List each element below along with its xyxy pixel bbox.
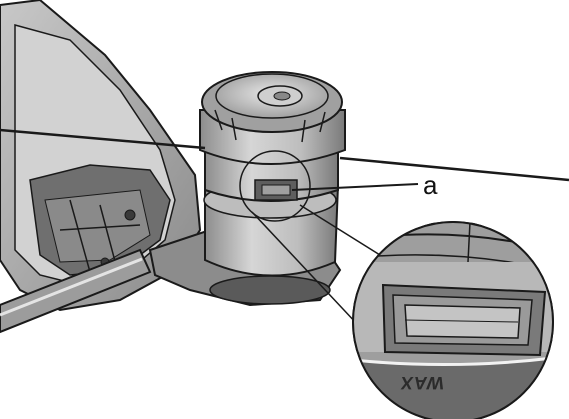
guard-shield bbox=[0, 0, 202, 312]
highlight-circle bbox=[239, 150, 311, 222]
callout-leader bbox=[291, 183, 419, 191]
callout-label-a: a bbox=[423, 170, 438, 200]
magnify-lines bbox=[251, 204, 389, 326]
spool-body bbox=[199, 71, 346, 277]
detail-brand-text: WAX bbox=[398, 373, 446, 393]
detail-inset bbox=[352, 221, 554, 419]
trimmer-line bbox=[0, 128, 569, 182]
shaft bbox=[0, 248, 152, 334]
